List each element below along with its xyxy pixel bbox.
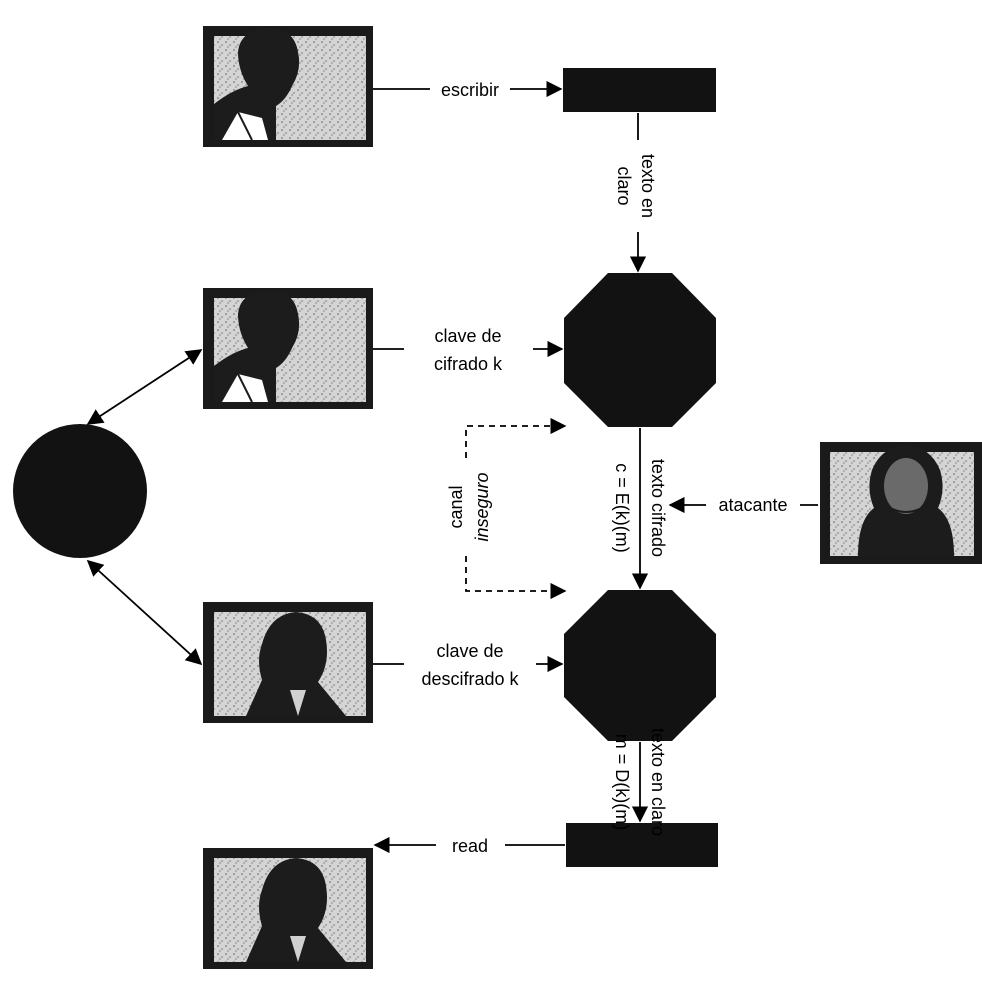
- svg-text:claro: claro: [614, 166, 634, 205]
- svg-text:c = E(k)(m): c = E(k)(m): [612, 463, 632, 553]
- enc-key-label-line2: cifrado k: [434, 354, 503, 374]
- plaintext-top-label: texto en claro: [614, 154, 658, 218]
- key-source-circle: [13, 424, 147, 558]
- ciphertext-label: texto cifrado c = E(k)(m): [612, 459, 668, 557]
- svg-text:texto cifrado: texto cifrado: [648, 459, 668, 557]
- decryption-octagon: [564, 590, 716, 741]
- svg-text:m = D(k)(m): m = D(k)(m): [612, 734, 632, 830]
- read-label: read: [452, 836, 488, 856]
- person-reader-icon: [203, 848, 373, 969]
- dec-key-label-line2: descifrado k: [421, 669, 519, 689]
- encryption-octagon: [564, 273, 716, 427]
- input-terminal-box: [563, 68, 716, 112]
- svg-text:canal: canal: [446, 485, 466, 528]
- svg-text:texto en: texto en: [638, 154, 658, 218]
- attacker-icon: [820, 442, 982, 564]
- connectors: [86, 80, 818, 854]
- output-terminal-box: [566, 823, 718, 867]
- plaintext-bottom-label: texto en claro m = D(k)(m): [612, 728, 668, 836]
- attacker-label: atacante: [718, 495, 787, 515]
- person-decryptor-icon: [203, 602, 373, 723]
- svg-text:inseguro: inseguro: [472, 472, 492, 541]
- write-label: escribir: [441, 80, 499, 100]
- enc-key-label-line1: clave de: [434, 326, 501, 346]
- svg-text:texto en claro: texto en claro: [648, 728, 668, 836]
- insecure-channel-label: canal inseguro: [446, 472, 492, 541]
- dec-key-label-line1: clave de: [436, 641, 503, 661]
- person-encryptor-icon: [203, 288, 373, 409]
- person-writer-icon: [203, 26, 373, 147]
